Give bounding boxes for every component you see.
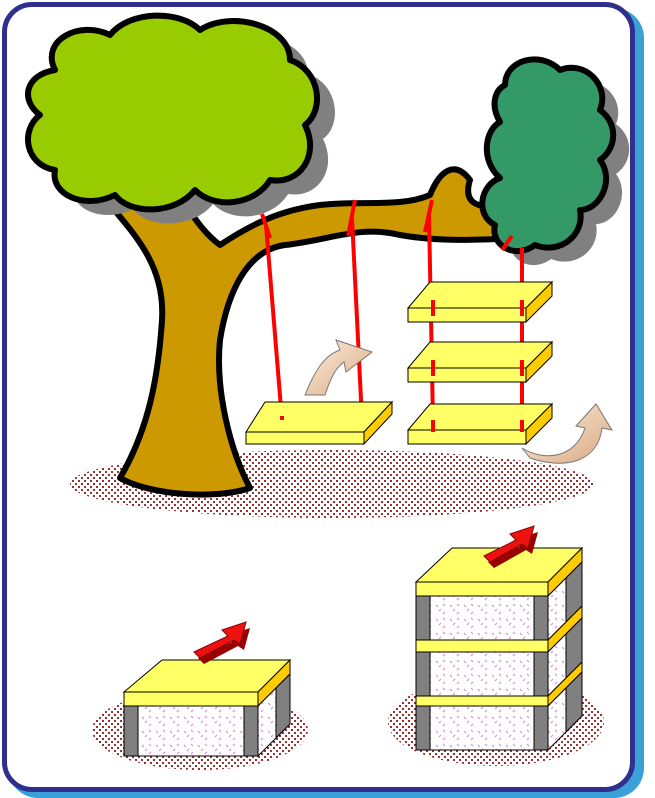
large-face-1 <box>429 595 535 641</box>
large-top-front <box>415 581 549 597</box>
ladder-rung-2-side <box>525 340 553 384</box>
box-stack-small <box>122 621 292 758</box>
small-post-right <box>243 705 259 757</box>
canopy-right <box>479 56 617 254</box>
large-face-2 <box>429 651 535 697</box>
ladder-rope-right <box>500 234 524 420</box>
canopy-left <box>25 12 320 213</box>
swing-seat-side <box>363 400 393 446</box>
ladder-rung-3-side <box>525 402 553 446</box>
box-stack-large <box>414 525 584 752</box>
small-face <box>137 705 245 757</box>
large-face-3 <box>429 705 535 751</box>
push-arrow-large <box>483 525 538 568</box>
ladder-rung-1-front <box>407 307 527 323</box>
push-arrow-small <box>193 621 250 664</box>
swing-seat-front <box>245 431 365 445</box>
illustration <box>25 12 630 770</box>
swing-rope-right <box>346 199 364 421</box>
tree-icon <box>25 12 630 498</box>
ladder-rung-3-front <box>407 429 527 445</box>
swing-rope-left <box>260 213 284 421</box>
small-top-front <box>123 691 259 707</box>
ladder-rung-2-front <box>407 367 527 383</box>
curved-arrow-swing <box>304 339 374 396</box>
curved-arrow-ladder <box>521 403 614 464</box>
swing-icon <box>245 199 394 446</box>
rope-ladder-icon <box>406 199 554 446</box>
small-post-left <box>123 705 139 757</box>
ladder-rung-1-side <box>525 280 553 324</box>
